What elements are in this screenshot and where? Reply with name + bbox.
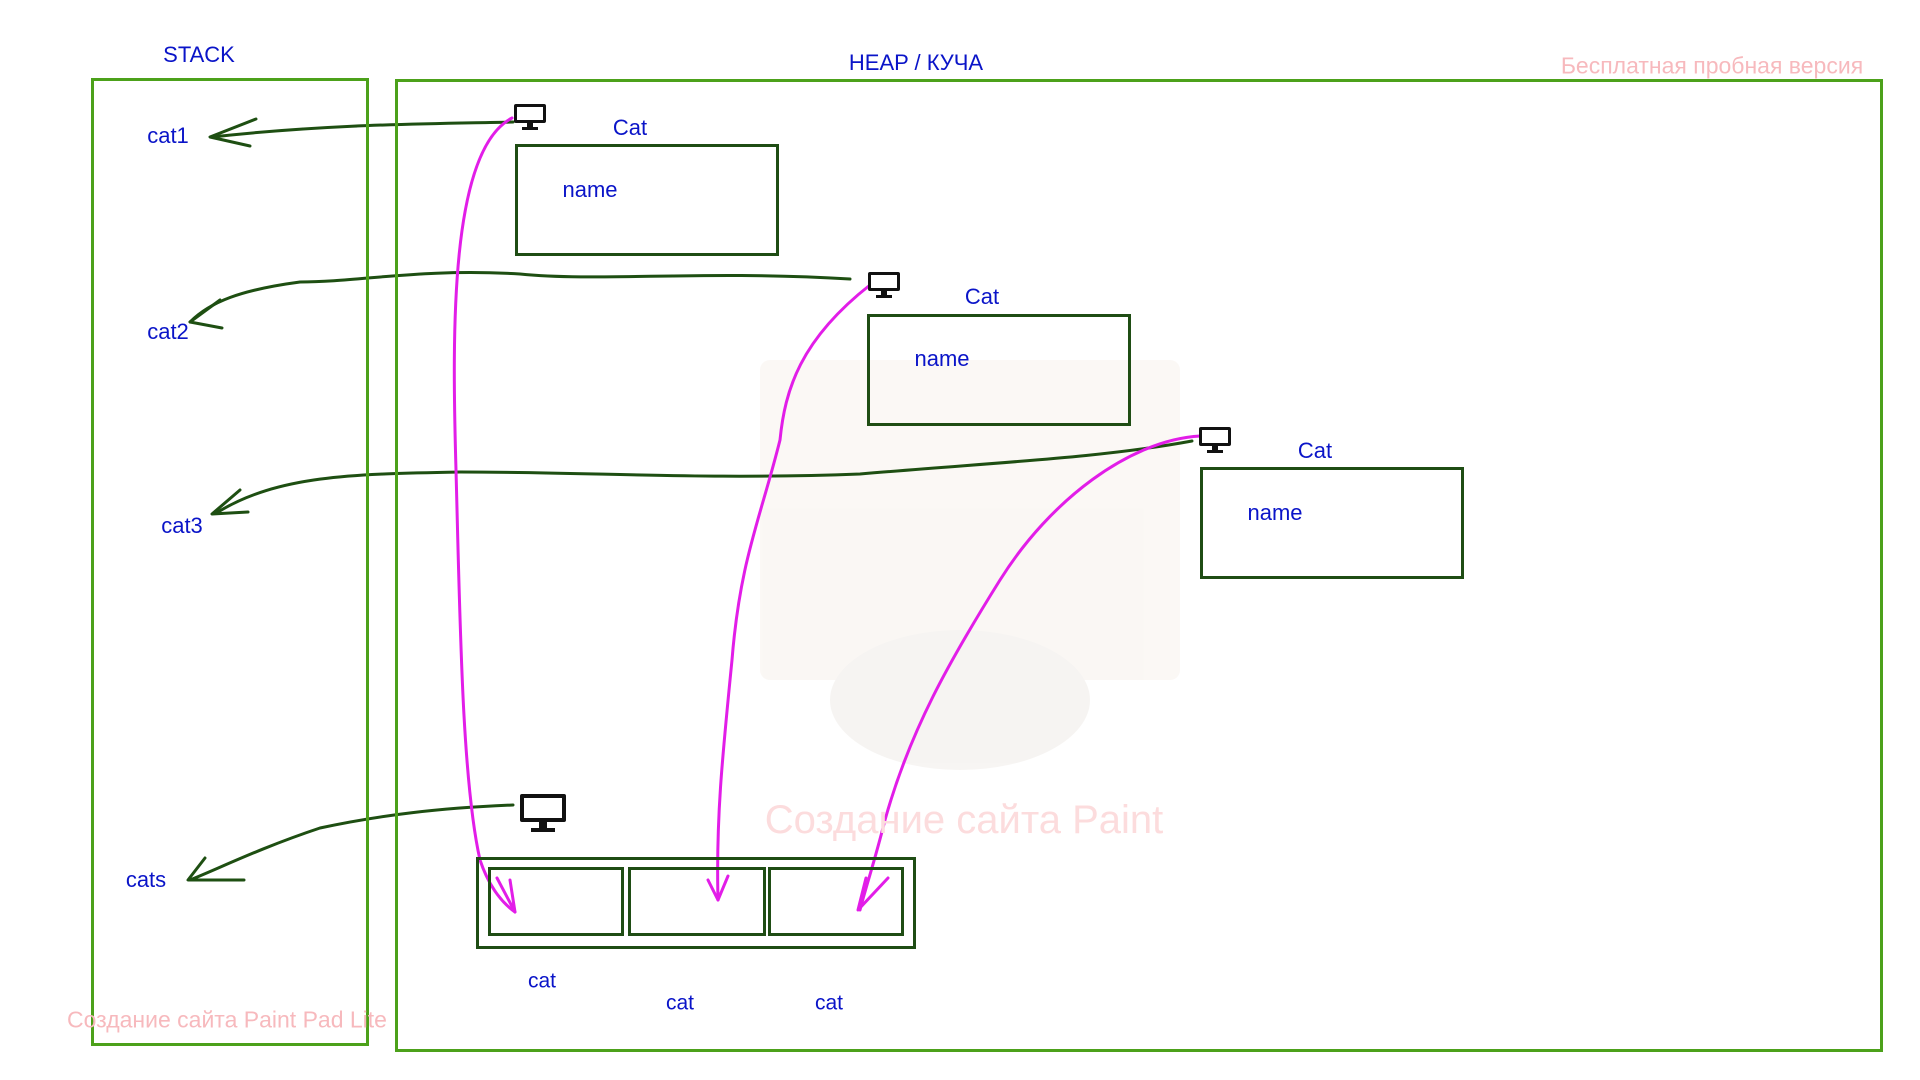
heap-object-3-class: Cat (1297, 438, 1333, 463)
monitor-icon (520, 794, 566, 832)
watermark-center: Создание сайта Paint (764, 798, 1164, 842)
stack-var-cats: cats (125, 867, 167, 892)
faint-background-image (760, 360, 1180, 770)
heap-object-1-class: Cat (612, 115, 648, 140)
heap-object-2-field: name (914, 346, 970, 371)
array-slot-1-label: cat (527, 969, 557, 993)
arrowhead-cats (186, 856, 246, 882)
monitor-icon (514, 104, 546, 130)
array-box (476, 857, 916, 949)
heap-region (395, 79, 1883, 1052)
arrow-cat2 (188, 271, 852, 324)
arrowhead-cat2 (188, 298, 224, 330)
heap-title: HEAP / КУЧА (848, 50, 984, 75)
arrow-array-slot-3 (858, 434, 1202, 912)
heap-object-1-field: name (562, 177, 618, 202)
heap-object-3 (1200, 467, 1464, 579)
arrowhead-cat3 (210, 488, 250, 516)
arrow-cat1 (210, 120, 515, 139)
heap-object-2 (867, 314, 1131, 426)
monitor-icon (1199, 427, 1231, 453)
stack-region (91, 78, 369, 1046)
array-slot-2 (628, 867, 766, 936)
array-slot-3 (768, 867, 904, 936)
array-slot-2-label: cat (665, 991, 695, 1015)
arrowhead-array-slot-3 (856, 876, 890, 912)
stack-title: STACK (163, 42, 235, 67)
array-slot-1 (488, 867, 624, 936)
arrowhead-array-slot-2 (706, 874, 730, 902)
arrow-array-slot-1 (452, 116, 517, 914)
array-slot-3-label: cat (814, 991, 844, 1015)
arrowhead-cat1 (208, 117, 258, 148)
stack-var-cat1: cat1 (147, 123, 189, 148)
monitor-icon (868, 272, 900, 298)
heap-object-1 (515, 144, 779, 256)
stack-var-cat3: cat3 (161, 513, 203, 538)
arrow-cats (188, 803, 515, 882)
stack-var-cat2: cat2 (147, 319, 189, 344)
watermark-bottom-left: Создание сайта Paint Pad Lite (67, 1006, 387, 1033)
heap-object-3-field: name (1247, 500, 1303, 525)
arrowhead-array-slot-1 (495, 876, 517, 914)
arrow-cat3 (216, 439, 1194, 514)
watermark-top-right: Бесплатная пробная версия (1560, 52, 1864, 79)
arrow-array-slot-2 (716, 283, 872, 902)
heap-object-2-class: Cat (964, 284, 1000, 309)
